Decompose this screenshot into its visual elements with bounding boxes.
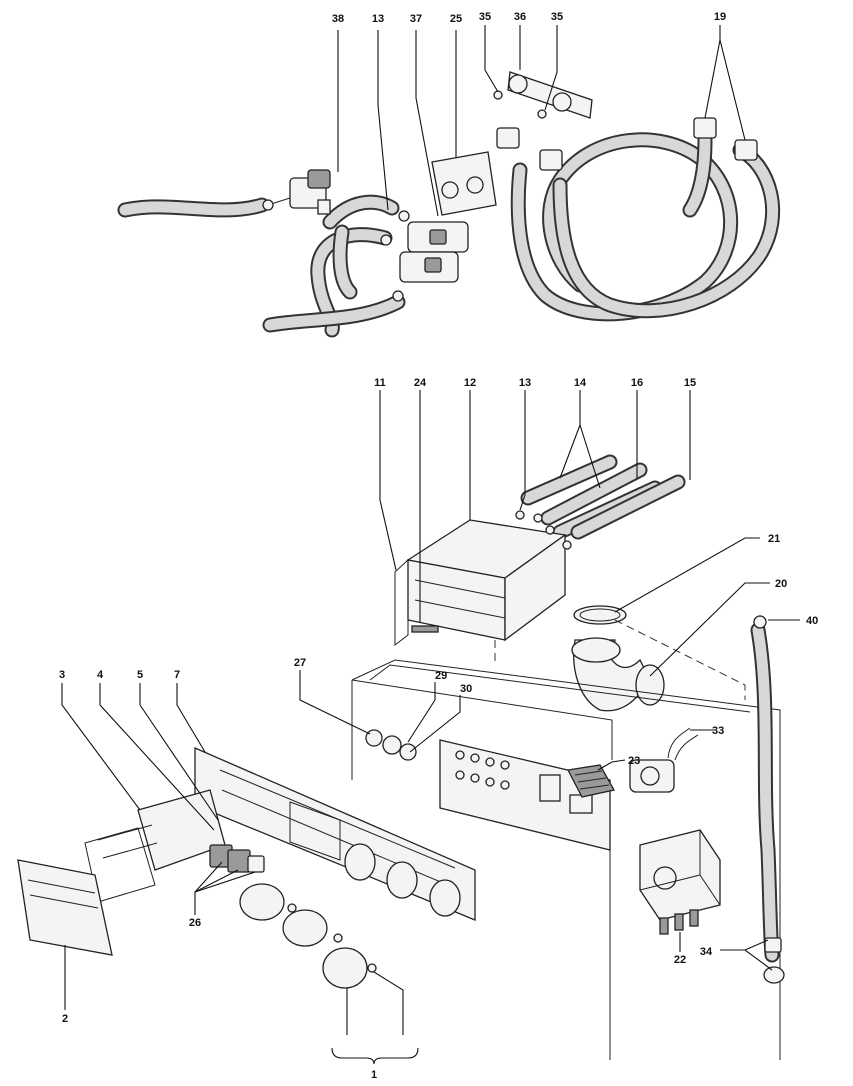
valve-38: [262, 169, 331, 215]
knob-set-1: [239, 883, 377, 989]
machine-cabinet: [351, 619, 781, 1060]
valve-37: [380, 210, 469, 302]
label-3: 3: [59, 669, 65, 681]
label-40: 40: [806, 615, 818, 627]
label-4: 4: [97, 669, 104, 681]
label-19: 19: [714, 11, 726, 23]
label-29: 29: [435, 670, 447, 682]
label-13-mid: 13: [519, 377, 531, 389]
label-7: 7: [174, 669, 180, 681]
part-labels: 38 13 37 25 35 36 35 19 11 24 12 13 14 1…: [59, 11, 818, 1081]
label-27: 27: [294, 657, 306, 669]
bellows-20: [571, 637, 665, 712]
label-25: 25: [450, 13, 462, 25]
label-2: 2: [62, 1013, 68, 1025]
switches-26: [209, 844, 265, 873]
inlet-hoses-group: [117, 132, 781, 338]
label-35-right: 35: [551, 11, 563, 23]
label-16: 16: [631, 377, 643, 389]
label-12: 12: [464, 377, 476, 389]
label-36: 36: [514, 11, 526, 23]
label-11: 11: [374, 377, 386, 389]
drawer-3: [84, 789, 226, 903]
label-15: 15: [684, 377, 696, 389]
dispenser-housing-12: [394, 510, 572, 647]
label-20: 20: [775, 578, 787, 590]
drain-hose-34: [750, 615, 785, 984]
label-34: 34: [700, 946, 713, 958]
label-37: 37: [410, 13, 422, 25]
label-13-top: 13: [372, 13, 384, 25]
knobs-27-29-30: [365, 729, 417, 761]
label-1: 1: [371, 1069, 377, 1081]
label-30: 30: [460, 683, 472, 695]
pump-33: [629, 727, 699, 793]
filter-23: [567, 764, 615, 798]
small-hoses-14-15-16: [520, 454, 686, 540]
label-33: 33: [712, 725, 724, 737]
gasket-25: [431, 151, 497, 216]
connector-36: [493, 71, 593, 119]
label-22: 22: [674, 954, 686, 966]
leader-lines: [61, 25, 800, 1065]
control-board: [439, 739, 611, 851]
module-22: [639, 829, 721, 935]
label-14: 14: [574, 377, 587, 389]
label-24: 24: [414, 377, 427, 389]
clamp-21: [573, 605, 627, 625]
handle-2: [17, 859, 113, 956]
label-35-left: 35: [479, 11, 491, 23]
label-38: 38: [332, 13, 344, 25]
front-panel-7: [194, 747, 476, 921]
hose-fittings: [496, 117, 758, 171]
label-23: 23: [628, 755, 640, 767]
label-21: 21: [768, 533, 780, 545]
label-5: 5: [137, 669, 143, 681]
label-26: 26: [189, 917, 201, 929]
